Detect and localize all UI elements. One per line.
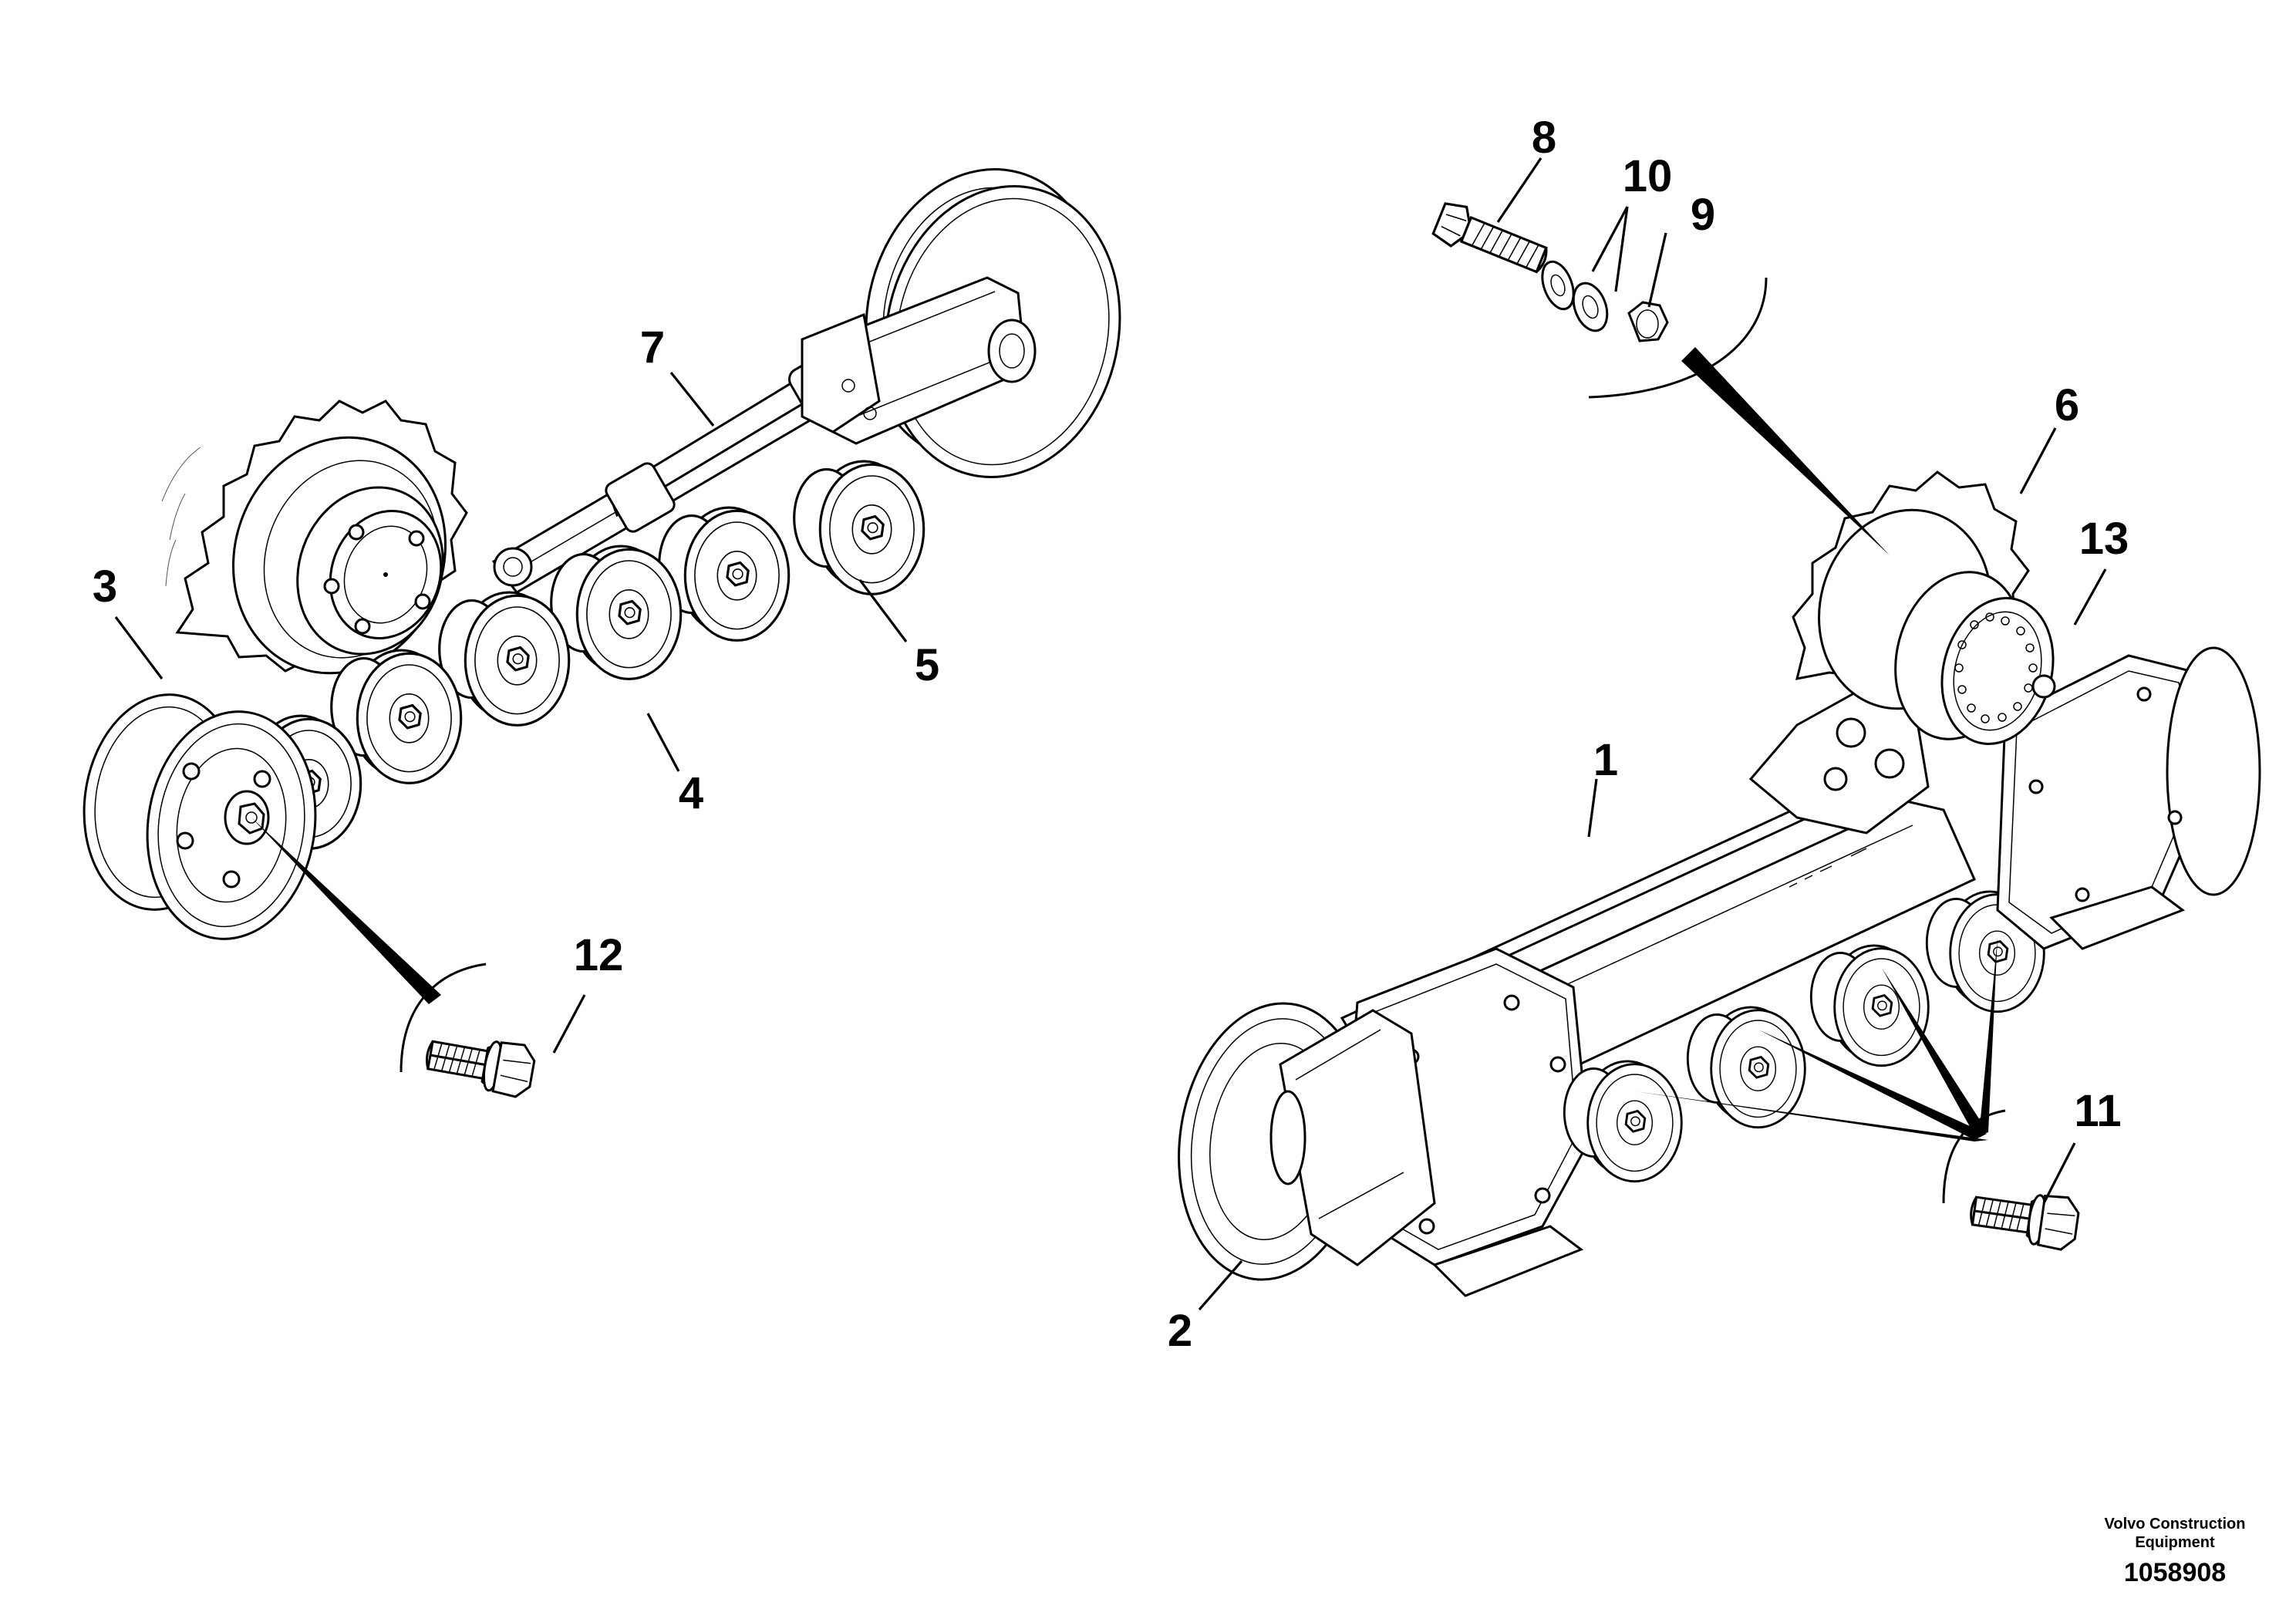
detail-arc-8: [1588, 277, 1768, 399]
detail-arc-11: [1942, 1109, 2006, 1204]
callout-9: 9: [1691, 190, 1715, 240]
drive-motor: [1894, 571, 2056, 745]
leader-wedge-8: [1681, 347, 1890, 555]
callout-5: 5: [915, 640, 939, 690]
detail-arc-12: [400, 963, 487, 1073]
callout-3: 3: [93, 561, 117, 612]
footer: Volvo Construction Equipment 1058908: [2105, 1516, 2246, 1587]
rear-cover: [1996, 646, 2261, 950]
leader-wedge-12: [251, 818, 441, 1004]
nut-9: [1627, 301, 1669, 342]
bolt-12: [421, 1027, 538, 1101]
callout-7: 7: [640, 322, 665, 373]
sprocket-left: [161, 400, 468, 675]
callout-13: 13: [2079, 514, 2129, 564]
brand-line-1: Volvo Construction: [2105, 1516, 2246, 1533]
callout-leaders: [114, 157, 2107, 1311]
track-frame: [1340, 685, 1976, 1297]
callout-1: 1: [1593, 735, 1618, 785]
brand-line-2: Equipment: [2135, 1534, 2215, 1551]
callout-8: 8: [1532, 113, 1556, 163]
front-idler-left: [801, 168, 1121, 478]
rear-idler-left: [83, 693, 317, 940]
bolt-11: [1966, 1183, 2082, 1253]
callout-2: 2: [1168, 1306, 1192, 1356]
front-idler-right: [1178, 1002, 1436, 1281]
leader-wedges-11: [1635, 937, 1998, 1141]
callout-6: 6: [2055, 380, 2079, 430]
washers-10: [1541, 260, 1609, 332]
callout-11: 11: [2074, 1086, 2121, 1136]
bolt-8: [1431, 202, 1548, 274]
callout-labels: 1 2 3 4 5 6 7 8 9 10 11 12 13: [93, 113, 2129, 1356]
left-assembly: [83, 168, 1121, 1101]
callout-4: 4: [679, 768, 703, 818]
callout-12: 12: [574, 930, 624, 980]
document-number: 1058908: [2124, 1558, 2226, 1587]
right-assembly: [1178, 202, 2261, 1297]
callout-10: 10: [1623, 151, 1673, 201]
